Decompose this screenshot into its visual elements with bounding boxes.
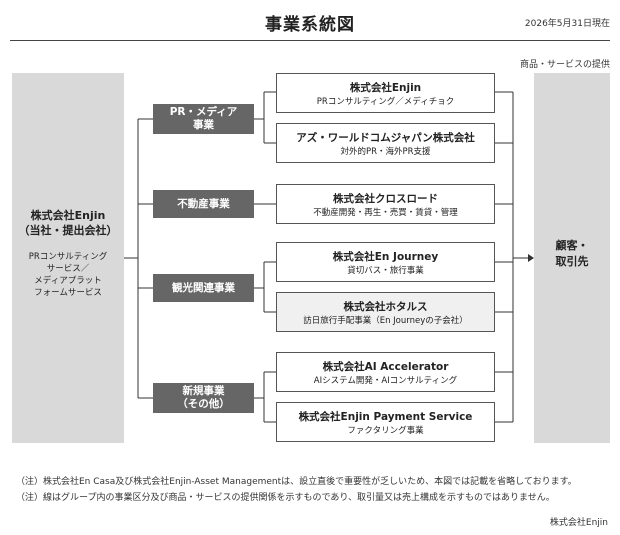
parent-company-name: 株式会社Enjin （当社・提出会社） — [12, 208, 124, 238]
company-name: 株式会社En Journey — [332, 251, 439, 263]
company-description: 不動産開発・再生・売買・賃貸・管理 — [313, 208, 458, 218]
company-box-hotarus: 株式会社ホタルス 訪日旅行手配事業（En Journeyの子会社） — [276, 292, 495, 332]
footnote-2: （注）線はグループ内の事業区分及び商品・サービスの提供関係を示すものであり、取引… — [16, 493, 555, 503]
company-box-enjin: 株式会社Enjin PRコンサルティング／メディチョク — [276, 73, 495, 113]
as-of-date: 2026年5月31日現在 — [524, 19, 610, 29]
parent-service-line: メディアプラット — [34, 276, 102, 286]
company-name: 株式会社Enjin Payment Service — [298, 411, 473, 423]
company-box-crossroad: 株式会社クロスロード 不動産開発・再生・売買・賃貸・管理 — [276, 184, 495, 224]
company-description: 訪日旅行手配事業（En Journeyの子会社） — [303, 316, 468, 326]
customer-label-line2: 取引先 — [555, 255, 589, 268]
company-box-as-worldcom: アズ・ワールドコムジャパン株式会社 対外的PR・海外PR支援 — [276, 123, 495, 163]
footnote-1: （注）株式会社En Casa及び株式会社Enjin-Asset Manageme… — [16, 477, 577, 487]
customer-panel — [534, 73, 610, 443]
segment-pr-media: PR・メディア事業 — [153, 104, 254, 134]
company-description: ファクタリング事業 — [347, 426, 424, 436]
company-box-ai-accelerator: 株式会社AI Accelerator AIシステム開発・AIコンサルティング — [276, 352, 495, 392]
parent-company-role: （当社・提出会社） — [18, 224, 118, 237]
company-footer: 株式会社Enjin — [549, 518, 608, 528]
parent-company-name-line1: 株式会社Enjin — [30, 209, 106, 222]
company-name: アズ・ワールドコムジャパン株式会社 — [296, 132, 475, 144]
company-description: 対外的PR・海外PR支援 — [340, 147, 431, 157]
segment-label: 観光関連事業 — [172, 281, 235, 294]
company-description: PRコンサルティング／メディチョク — [316, 97, 455, 107]
parent-service-line: フォームサービス — [34, 288, 102, 298]
segment-label: 事業 — [192, 119, 214, 131]
segment-label: PR・メディア — [169, 106, 238, 118]
company-name: 株式会社Enjin — [349, 82, 422, 94]
customer-label: 顧客・ 取引先 — [534, 238, 610, 270]
company-box-en-journey: 株式会社En Journey 貸切バス・旅行事業 — [276, 242, 495, 282]
segment-real-estate: 不動産事業 — [153, 190, 254, 218]
company-box-payment-service: 株式会社Enjin Payment Service ファクタリング事業 — [276, 402, 495, 442]
parent-company-panel — [12, 73, 124, 443]
segment-tourism: 観光関連事業 — [153, 274, 254, 302]
service-flow-legend: 商品・サービスの提供 — [519, 60, 610, 70]
parent-service-line: サービス／ — [46, 264, 90, 274]
company-description: 貸切バス・旅行事業 — [347, 266, 424, 276]
segment-label: 不動産事業 — [177, 197, 230, 210]
company-name: 株式会社AI Accelerator — [322, 361, 449, 373]
parent-service-line: PRコンサルティング — [28, 252, 108, 262]
company-name: 株式会社ホタルス — [343, 301, 428, 313]
company-name: 株式会社クロスロード — [333, 193, 438, 205]
company-description: AIシステム開発・AIコンサルティング — [313, 376, 458, 386]
segment-label: （その他） — [177, 398, 230, 410]
diagram-title: 事業系統図 — [265, 15, 355, 35]
segment-label: 新規事業 — [182, 385, 225, 397]
parent-company-services: PRコンサルティング サービス／ メディアプラット フォームサービス — [12, 251, 124, 299]
title-divider — [10, 40, 610, 41]
arrow-to-customers-icon — [528, 254, 534, 262]
customer-label-line1: 顧客・ — [555, 239, 589, 252]
segment-new-business: 新規事業（その他） — [153, 383, 254, 413]
